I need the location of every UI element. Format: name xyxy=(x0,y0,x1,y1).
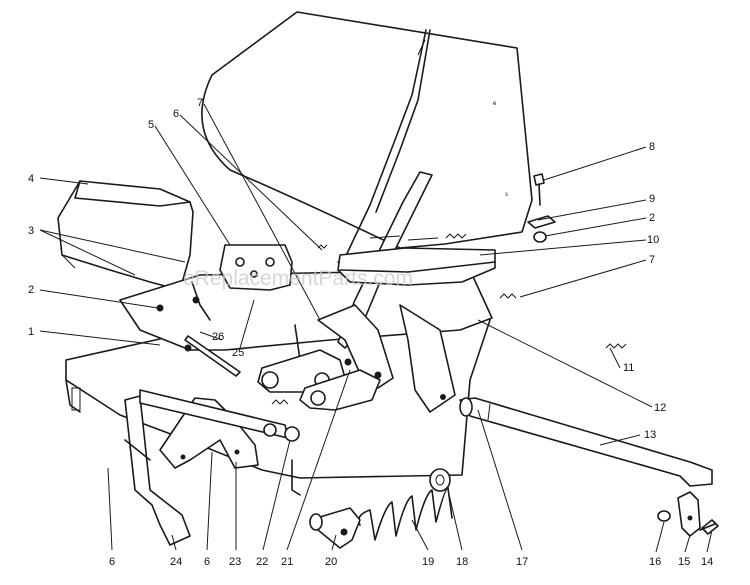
right-bracket xyxy=(399,304,456,413)
callout-13: 13 xyxy=(644,429,656,441)
callout-7-right: 7 xyxy=(649,254,655,266)
callout-12: 12 xyxy=(654,402,666,414)
callout-14: 14 xyxy=(701,556,713,568)
callout-2-right: 2 xyxy=(649,212,655,224)
callout-6-left: 6 xyxy=(109,556,115,568)
bolt xyxy=(527,173,556,243)
callout-9: 9 xyxy=(649,193,655,205)
pad-plate xyxy=(337,247,496,286)
side-bracket xyxy=(57,180,194,291)
callout-17: 17 xyxy=(516,556,528,568)
callout-26: 26 xyxy=(212,331,224,343)
pedal-lever xyxy=(124,395,191,546)
callout-6-center: 6 xyxy=(204,556,210,568)
callout-10: 10 xyxy=(647,234,659,246)
callout-5: 5 xyxy=(148,119,154,131)
small-springs xyxy=(156,233,627,405)
callout-7-top: 7 xyxy=(197,97,203,109)
callout-8: 8 xyxy=(649,141,655,153)
callout-2-left: 2 xyxy=(28,284,34,296)
callout-22: 22 xyxy=(256,556,268,568)
callout-6-top: 6 xyxy=(173,108,179,120)
callout-23: 23 xyxy=(229,556,241,568)
pivot-bracket xyxy=(294,304,394,389)
callout-21: 21 xyxy=(281,556,293,568)
callout-4: 4 xyxy=(28,173,34,185)
right-hardware xyxy=(657,491,719,537)
callout-labels: 8 9 2 10 7 11 12 13 14 15 16 17 18 19 20… xyxy=(28,97,713,568)
brake-lever xyxy=(159,397,259,469)
callout-1: 1 xyxy=(28,326,34,338)
compression-spring xyxy=(357,468,453,541)
callout-25: 25 xyxy=(232,347,244,359)
mounting-frame xyxy=(119,269,493,351)
upper-bracket xyxy=(219,244,293,291)
svg-text:e: e xyxy=(493,101,497,107)
callout-15: 15 xyxy=(678,556,690,568)
callout-3: 3 xyxy=(28,225,34,237)
svg-text:s: s xyxy=(505,192,508,198)
watermark: eReplacementParts.com xyxy=(183,267,413,290)
tie-rod xyxy=(139,389,300,442)
clevis-pin xyxy=(309,507,361,549)
link-arms xyxy=(257,349,381,411)
callout-20: 20 xyxy=(325,556,337,568)
callout-11: 11 xyxy=(623,362,634,374)
callout-24: 24 xyxy=(170,556,182,568)
leader-lines xyxy=(39,103,713,553)
callout-19: 19 xyxy=(422,556,434,568)
callout-16: 16 xyxy=(649,556,661,568)
shaft xyxy=(459,397,713,487)
callout-18: 18 xyxy=(456,556,468,568)
